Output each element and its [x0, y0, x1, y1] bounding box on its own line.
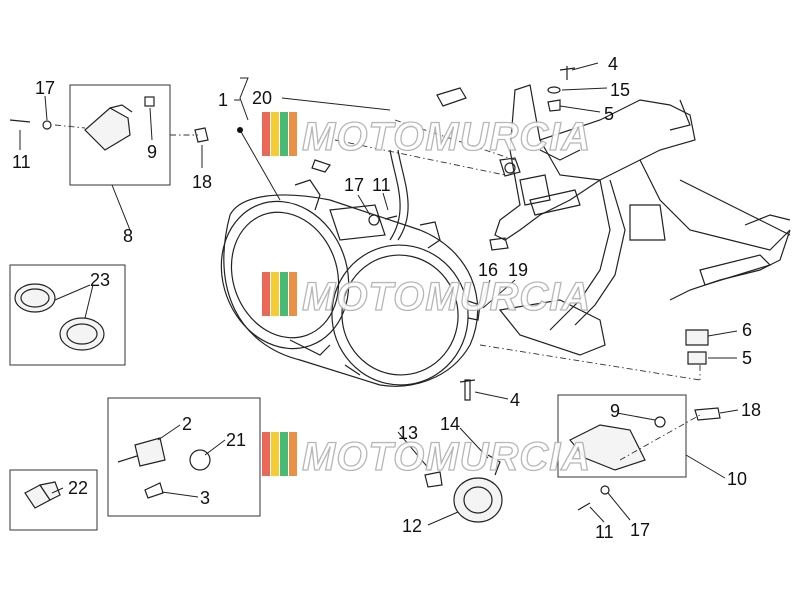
- callout-9: 9: [610, 401, 620, 421]
- callout-5: 5: [742, 348, 752, 368]
- watermark-text: MOTOMURCIA: [302, 275, 591, 319]
- callout-19: 19: [508, 260, 528, 280]
- watermark-2: MOTOMURCIA: [262, 272, 591, 320]
- callout-13: 13: [398, 423, 418, 443]
- callout-16: 16: [478, 260, 498, 280]
- callout-17: 17: [35, 78, 55, 98]
- callout-3: 3: [200, 488, 210, 508]
- callout-18: 18: [741, 400, 761, 420]
- watermark-stripe: [271, 432, 279, 476]
- callout-23: 23: [90, 270, 110, 290]
- frame-bracket: [489, 84, 791, 356]
- bulb-cap-group: [9, 264, 126, 366]
- callout-22: 22: [68, 478, 88, 498]
- watermark-stripe: [289, 432, 297, 476]
- leader-lines: [19, 62, 739, 526]
- connection-lines: [54, 119, 701, 461]
- callout-10: 10: [727, 469, 747, 489]
- watermark-stripe: [280, 432, 288, 476]
- watermark-stripe: [289, 272, 297, 316]
- callout-6: 6: [742, 320, 752, 340]
- callout-15: 15: [610, 80, 630, 100]
- callout-labels: 1 20 17 11 9 18 8 17 11 4 15 5 23 16 19 …: [12, 54, 761, 542]
- watermark-stripe: [289, 112, 297, 156]
- callout-12: 12: [402, 516, 422, 536]
- bulb-22-group: [9, 469, 98, 531]
- watermark-stripe: [280, 272, 288, 316]
- horn: [424, 454, 503, 523]
- callout-17: 17: [344, 175, 364, 195]
- turn-signal-left-group: [9, 84, 209, 186]
- watermark-stripe: [262, 112, 270, 156]
- watermark-text: MOTOMURCIA: [302, 115, 591, 159]
- callout-21: 21: [226, 430, 246, 450]
- watermark-stripe: [271, 112, 279, 156]
- turn-signal-right-group: [557, 394, 721, 511]
- callout-9: 9: [147, 142, 157, 162]
- small-parts: [311, 66, 709, 401]
- callout-11: 11: [12, 152, 31, 172]
- callout-1: 1: [218, 90, 228, 110]
- callout-2: 2: [182, 414, 192, 434]
- callout-18: 18: [192, 172, 212, 192]
- watermark-1: MOTOMURCIA: [262, 112, 591, 160]
- callout-8: 8: [123, 226, 133, 246]
- watermark-stripe: [280, 112, 288, 156]
- callout-17: 17: [630, 520, 650, 540]
- callout-4: 4: [608, 54, 618, 74]
- bulb-socket-group: [107, 397, 261, 517]
- callout-14: 14: [440, 414, 460, 434]
- watermark-text: MOTOMURCIA: [302, 435, 591, 479]
- headlight-assembly: [220, 149, 481, 387]
- callout-11: 11: [595, 522, 614, 542]
- watermark-stripe: [271, 272, 279, 316]
- callout-11: 11: [372, 175, 391, 195]
- callout-20: 20: [252, 88, 272, 108]
- watermark-stripe: [262, 432, 270, 476]
- watermark-stripe: [262, 272, 270, 316]
- callout-4: 4: [510, 390, 520, 410]
- watermark-3: MOTOMURCIA: [262, 432, 591, 480]
- callout-5: 5: [604, 104, 614, 124]
